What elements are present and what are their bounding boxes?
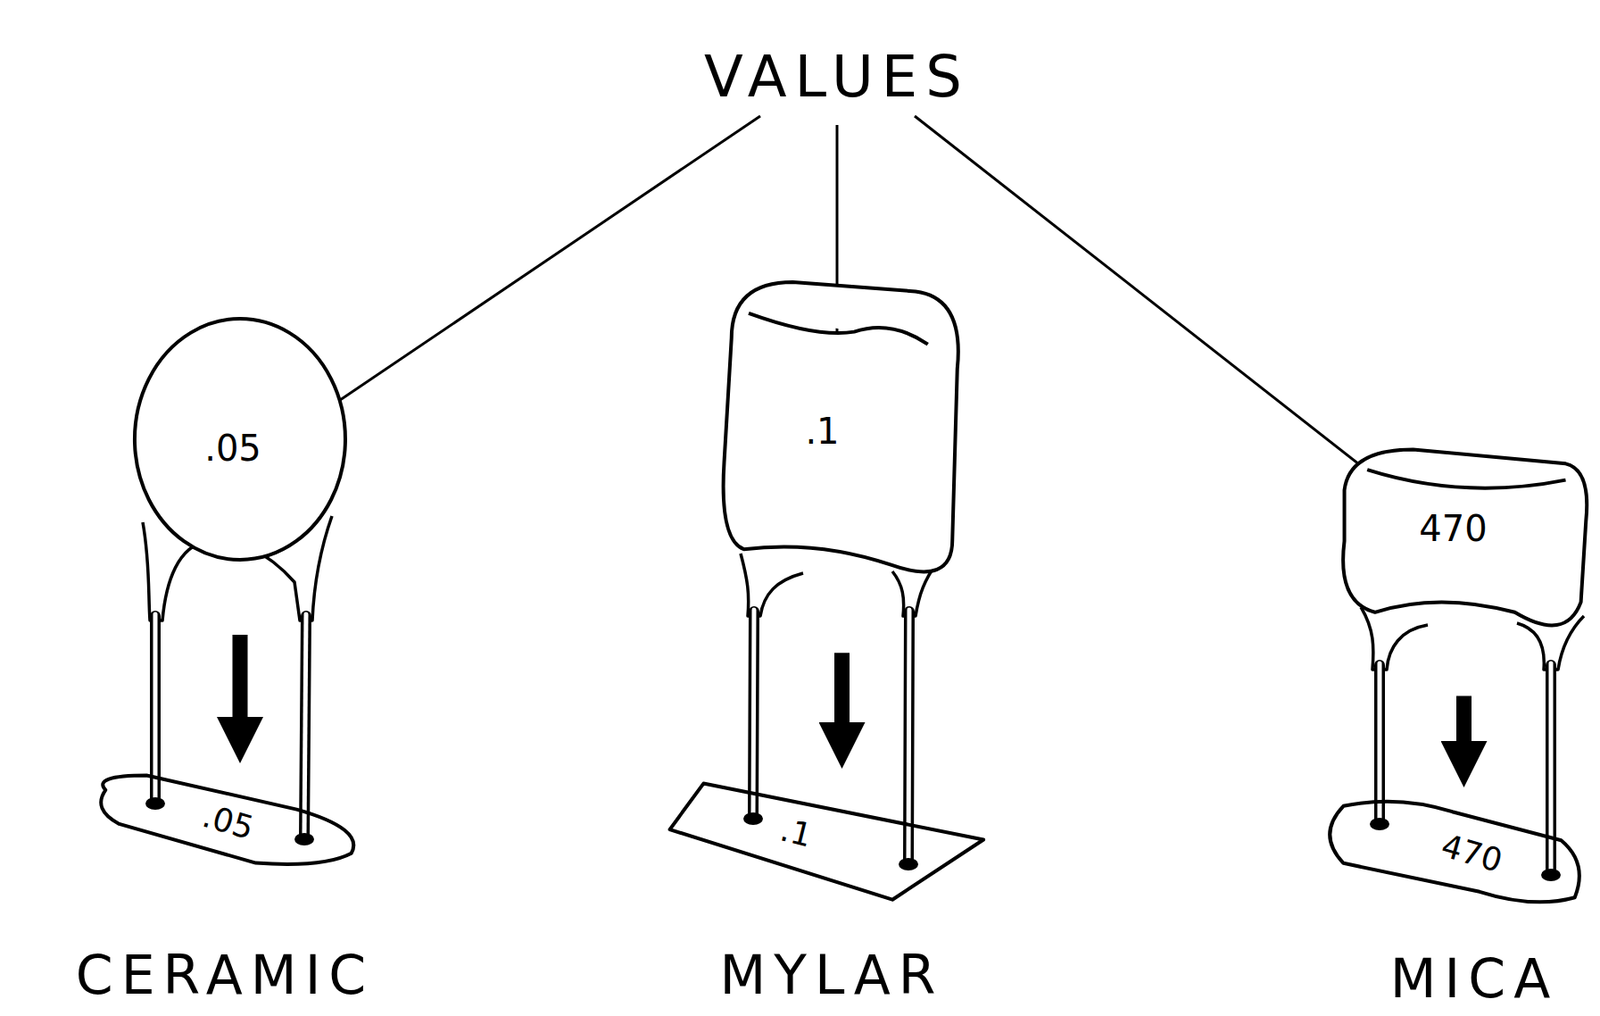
shape-outline <box>663 775 1001 904</box>
part-name: MYLAR <box>720 947 945 1002</box>
mylar-capacitor-body: .1 <box>719 275 965 587</box>
capacitor-value: .1 <box>804 413 839 449</box>
insert-arrow <box>232 634 249 717</box>
part-name: CERAMIC <box>75 947 374 1002</box>
capacitor-value: .05 <box>204 430 262 466</box>
insert-arrow <box>1456 696 1472 742</box>
circuit-board-pad: .05 <box>91 770 365 868</box>
part-name: MICA <box>1390 951 1559 1005</box>
insert-arrow <box>834 652 850 722</box>
circuit-board-pad: .1 <box>663 775 1001 904</box>
capacitor-value: 470 <box>1438 829 1507 878</box>
circuit-board-pad: 470 <box>1316 794 1589 909</box>
mica-capacitor-body: 470 <box>1336 439 1592 643</box>
capacitor-value: .1 <box>777 812 815 852</box>
shape-outline <box>719 275 965 587</box>
shape-outline-path <box>134 318 346 560</box>
shape-outline-path <box>723 281 959 572</box>
values-heading: VALUES <box>704 48 970 106</box>
capacitor-value: 470 <box>1418 510 1487 547</box>
shape-outline-path <box>100 774 354 863</box>
ceramic-capacitor-body: .05 <box>132 316 348 562</box>
capacitor-value: .05 <box>199 798 258 844</box>
shape-outline-path <box>670 783 985 900</box>
shape-outline-path <box>1343 448 1587 625</box>
capacitor-leads <box>145 609 1561 881</box>
shape-outline-path <box>1329 801 1580 903</box>
